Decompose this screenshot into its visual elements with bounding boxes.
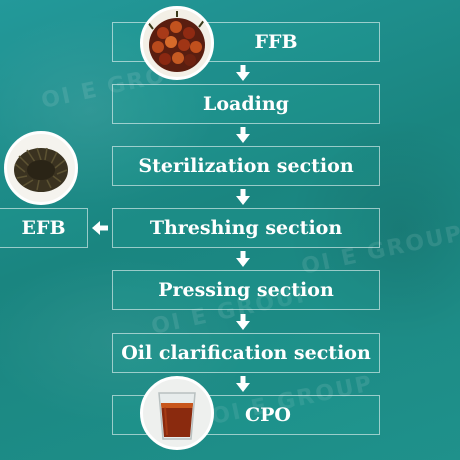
down-arrow-icon <box>236 127 250 143</box>
step-threshing: Threshing section <box>112 208 380 248</box>
step-label: Pressing section <box>158 279 334 301</box>
palm-fruit-bunch-icon <box>146 11 206 72</box>
left-arrow-icon <box>92 221 108 235</box>
step-label: Sterilization section <box>138 155 354 177</box>
step-oil-clarification: Oil clarification section <box>112 333 380 373</box>
down-arrow-icon <box>236 314 250 330</box>
down-arrow-icon <box>236 376 250 392</box>
step-pressing: Pressing section <box>112 270 380 310</box>
step-sterilization: Sterilization section <box>112 146 380 186</box>
step-label: FFB <box>254 31 298 53</box>
side-output-label: EFB <box>21 217 66 239</box>
step-label: Threshing section <box>149 217 343 239</box>
down-arrow-icon <box>236 251 250 267</box>
down-arrow-icon <box>236 65 250 81</box>
step-loading: Loading <box>112 84 380 124</box>
oil-glass-icon <box>158 392 196 440</box>
step-label: CPO <box>245 404 291 426</box>
down-arrow-icon <box>236 189 250 205</box>
empty-fruit-bunch-photo <box>4 131 78 205</box>
side-output-efb: EFB <box>0 208 88 248</box>
step-label: Oil clarification section <box>121 342 371 364</box>
palm-fruit-bunch-photo <box>140 6 214 80</box>
step-label: Loading <box>203 93 289 115</box>
crude-palm-oil-glass-photo <box>140 376 214 450</box>
empty-fruit-bunch-icon <box>14 147 68 192</box>
